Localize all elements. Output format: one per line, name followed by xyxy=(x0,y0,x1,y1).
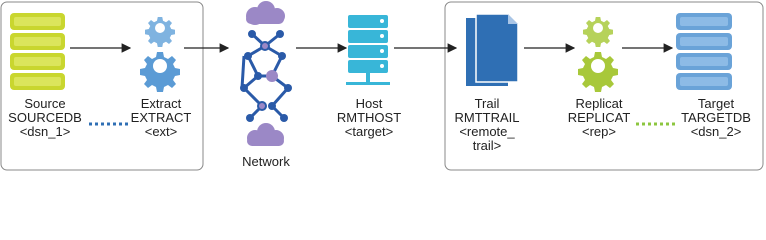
replicat-param: <rep> xyxy=(582,124,616,139)
architecture-diagram: Source SOURCEDB <dsn_1> Extract EXTRACT … xyxy=(0,1,764,171)
source-database-icon xyxy=(10,13,65,90)
network-label: Network xyxy=(232,155,300,169)
extract-title: Extract xyxy=(140,96,182,111)
trail-param-line2: trail> xyxy=(472,138,502,153)
target-name: TARGETDB xyxy=(681,110,751,125)
trail-name: RMTTRAIL xyxy=(454,110,520,125)
host-name: RMTHOST xyxy=(336,110,402,125)
trail-label: Trail RMTTRAIL <remote_ trail> xyxy=(452,97,522,153)
trail-files-icon xyxy=(466,13,519,86)
extract-gears-icon xyxy=(140,17,180,92)
target-title: Target xyxy=(697,96,735,111)
extract-name: EXTRACT xyxy=(130,110,192,125)
network-title: Network xyxy=(242,154,290,169)
extract-label: Extract EXTRACT <ext> xyxy=(124,97,198,139)
source-label: Source SOURCEDB <dsn_1> xyxy=(2,97,88,139)
host-label: Host RMTHOST <target> xyxy=(334,97,404,139)
trail-param-line1: <remote_ xyxy=(459,124,515,139)
target-group-frame xyxy=(444,1,764,171)
diagram-canvas xyxy=(0,1,764,171)
source-param: <dsn_1> xyxy=(19,124,71,139)
extract-param: <ext> xyxy=(144,124,178,139)
replicat-label: Replicat REPLICAT <rep> xyxy=(562,97,636,139)
replicat-name: REPLICAT xyxy=(567,110,631,125)
source-name: SOURCEDB xyxy=(8,110,82,125)
replicat-gears-icon xyxy=(578,17,618,92)
source-title: Source xyxy=(24,96,66,111)
target-database-icon xyxy=(676,13,732,90)
target-label: Target TARGETDB <dsn_2> xyxy=(676,97,756,139)
source-group-frame xyxy=(0,1,204,171)
target-param: <dsn_2> xyxy=(690,124,742,139)
replicat-title: Replicat xyxy=(575,96,623,111)
host-param: <target> xyxy=(344,124,394,139)
host-title: Host xyxy=(355,96,383,111)
network-icon xyxy=(240,1,292,146)
trail-title: Trail xyxy=(474,96,500,111)
host-server-icon xyxy=(346,15,390,85)
